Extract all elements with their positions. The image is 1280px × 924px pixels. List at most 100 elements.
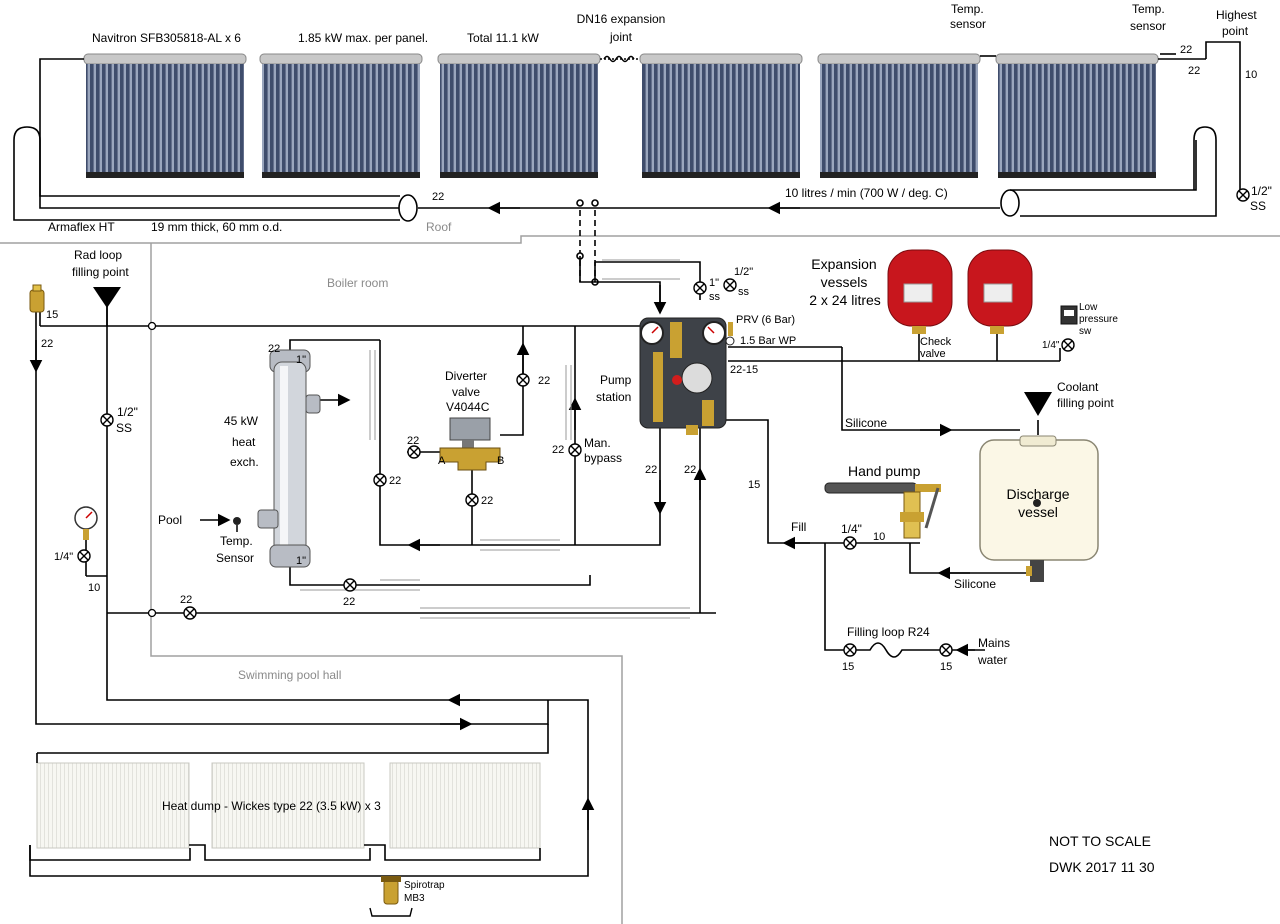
diverter-label: Diverter bbox=[445, 369, 488, 383]
low-pressure-label-3: sw bbox=[1079, 326, 1092, 337]
low-pressure-label-2: pressure bbox=[1079, 314, 1118, 325]
pipe-size: 22 bbox=[481, 495, 494, 507]
pipe-size: 22 bbox=[538, 375, 551, 387]
pipe-size: 15 bbox=[748, 479, 761, 491]
temp-sensor-label-2: sensor bbox=[1130, 19, 1167, 33]
collector-panel bbox=[995, 53, 1159, 178]
valve-size: 1/2" bbox=[734, 266, 754, 278]
valve-size: SS bbox=[1250, 199, 1267, 213]
silicone-label: Silicone bbox=[845, 416, 888, 430]
heat-exch-label-3: exch. bbox=[230, 455, 259, 469]
valve-size: 1/4" bbox=[1042, 340, 1060, 351]
highest-point-label: Highest bbox=[1216, 8, 1257, 22]
not-to-scale-label: NOT TO SCALE bbox=[1049, 833, 1151, 849]
pipe-size: 1" bbox=[709, 277, 720, 289]
pipe-size: 22-15 bbox=[730, 364, 759, 376]
silicone-label: Silicone bbox=[954, 577, 997, 591]
man-bypass-label: Man. bbox=[584, 436, 611, 450]
discharge-label-2: vessel bbox=[1018, 504, 1058, 520]
heat-exch-label: 45 kW bbox=[224, 414, 259, 428]
pipe-size: 15 bbox=[46, 309, 59, 321]
temp-sensor-label: Temp. bbox=[220, 534, 253, 548]
pipe-size: 22 bbox=[552, 444, 565, 456]
boiler-room-pipework bbox=[29, 290, 1061, 877]
temp-sensor-label-2: sensor bbox=[950, 17, 987, 31]
rad-loop-label: Rad loop bbox=[74, 248, 123, 262]
coolant-label: Coolant bbox=[1057, 380, 1099, 394]
prv-label: PRV (6 Bar) bbox=[736, 314, 796, 326]
expansion-joint-label: DN16 expansion bbox=[576, 12, 666, 26]
pool-label: Pool bbox=[158, 513, 183, 527]
pipe-size: 10 bbox=[873, 531, 886, 543]
valve-size: ss bbox=[709, 291, 720, 303]
diverter-label-3: V4044C bbox=[446, 400, 490, 414]
expansion-vessels bbox=[887, 249, 1033, 334]
expansion-vessels-label-3: 2 x 24 litres bbox=[809, 292, 881, 308]
heat-exchanger bbox=[257, 349, 321, 568]
pipe-size: 15 bbox=[940, 661, 953, 673]
rad-loop-label-2: filling point bbox=[72, 265, 129, 279]
pressure-gauge bbox=[74, 506, 98, 540]
pipe-size: 22 bbox=[180, 594, 193, 606]
roof-pipework bbox=[13, 41, 1241, 222]
pipe-size: 22 bbox=[389, 475, 402, 487]
heat-dump-label: Heat dump - Wickes type 22 (3.5 kW) x 3 bbox=[162, 799, 381, 813]
drawing-reference: DWK 2017 11 30 bbox=[1049, 859, 1155, 875]
pipe-size: 22 bbox=[1180, 44, 1193, 56]
pipe-size: 1" bbox=[296, 555, 307, 567]
diverter-valve bbox=[439, 417, 501, 471]
discharge-label: Discharge bbox=[1006, 486, 1070, 502]
insulation-label: 19 mm thick, 60 mm o.d. bbox=[151, 220, 283, 234]
swimming-pool-hall-label: Swimming pool hall bbox=[238, 668, 342, 682]
wp-label: 1.5 Bar WP bbox=[740, 335, 797, 347]
panel-power-label: 1.85 kW max. per panel. bbox=[298, 31, 429, 45]
boiler-room-label: Boiler room bbox=[327, 276, 389, 290]
valve-size: ss bbox=[738, 286, 749, 298]
collector-label: Navitron SFB305818-AL x 6 bbox=[92, 31, 241, 45]
diverter-label-2: valve bbox=[452, 385, 481, 399]
expansion-vessels-label-2: vessels bbox=[820, 274, 868, 290]
radiators bbox=[36, 762, 541, 849]
discharge-vessel bbox=[979, 435, 1099, 582]
temp-sensor-label-2: Sensor bbox=[216, 551, 255, 565]
pipe-size: 22 bbox=[268, 343, 281, 355]
collector-panel bbox=[259, 53, 423, 178]
valve-size: 1/4" bbox=[841, 522, 862, 536]
hand-pump bbox=[824, 482, 941, 539]
collector-panel bbox=[83, 53, 247, 178]
temp-sensor-label: Temp. bbox=[1132, 2, 1165, 16]
heat-exch-label-2: heat bbox=[232, 435, 256, 449]
expansion-joint-label-2: joint bbox=[609, 30, 632, 44]
pump-station bbox=[639, 317, 735, 435]
roof-label: Roof bbox=[426, 220, 452, 234]
armaflex-label: Armaflex HT bbox=[48, 220, 115, 234]
pipe-size: 22 bbox=[684, 464, 697, 476]
pipe-size: 22 bbox=[343, 596, 356, 608]
filling-loop-label: Filling loop R24 bbox=[847, 625, 930, 639]
valves bbox=[77, 188, 1250, 657]
expansion-vessels-label: Expansion bbox=[811, 256, 877, 272]
valve-size: 1/4" bbox=[54, 551, 74, 563]
air-vent bbox=[29, 284, 45, 313]
pipe-size: 15 bbox=[842, 661, 855, 673]
pipe-size: 10 bbox=[88, 582, 101, 594]
solar-collectors bbox=[83, 53, 1159, 178]
pipe-size: 22 bbox=[407, 435, 420, 447]
port-label: A bbox=[438, 455, 446, 467]
spirotrap-label: Spirotrap bbox=[404, 880, 445, 891]
fill-label: Fill bbox=[791, 520, 807, 534]
pipe-size: 22 bbox=[1188, 65, 1201, 77]
low-pressure-label: Low bbox=[1079, 302, 1098, 313]
check-valve-label: Check bbox=[920, 336, 952, 348]
pipe-size: 22 bbox=[645, 464, 658, 476]
pipe-size: 10 bbox=[1245, 69, 1258, 81]
hand-pump-label: Hand pump bbox=[848, 463, 921, 479]
valve-size: SS bbox=[116, 421, 133, 435]
valve-size: 1/2" bbox=[117, 405, 138, 419]
room-dividers bbox=[0, 235, 1280, 924]
valve-size: 1/2" bbox=[1251, 184, 1272, 198]
check-valve-label-2: valve bbox=[920, 348, 946, 360]
flow-rate-label: 10 litres / min (700 W / deg. C) bbox=[785, 186, 948, 200]
